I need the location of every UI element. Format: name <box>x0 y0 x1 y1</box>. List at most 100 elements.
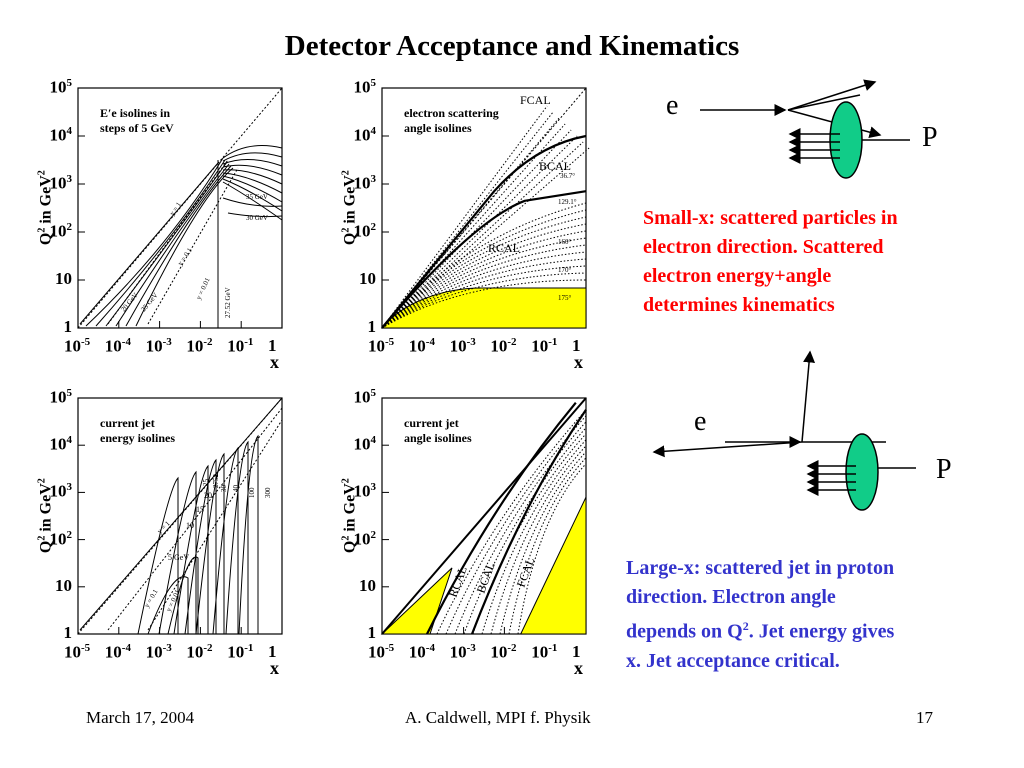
y-tick-label: 1 <box>332 317 377 337</box>
plot-label: BCAL <box>539 159 571 173</box>
angle-isoline <box>381 258 587 329</box>
proton-arrows <box>806 460 856 496</box>
tick-exp: 4 <box>66 434 73 447</box>
tick-base: 10 <box>353 387 371 407</box>
diagram-svg-top <box>700 79 910 179</box>
y-axis-label: Q2 in GeV2 <box>340 148 359 268</box>
plot-label: 25 <box>202 479 210 487</box>
angle-isoline <box>381 202 587 329</box>
tick-exp: -1 <box>548 642 558 654</box>
plot-label: 30 GeV <box>246 214 268 222</box>
angle-isoline <box>381 244 587 329</box>
tick-exp: -1 <box>548 336 558 348</box>
x-tick-label: 10-4 <box>409 642 435 663</box>
annotation-line: E′e isolines in <box>100 106 171 120</box>
scattered-electron-line <box>801 350 816 443</box>
plot-label: 15 <box>196 505 204 514</box>
plot-label: 300 <box>264 487 272 498</box>
tick-exp: 4 <box>370 434 377 447</box>
energy-isoline <box>212 446 239 635</box>
scattering-diagram-large-x: e P <box>640 340 980 520</box>
tick-exp: 4 <box>66 125 73 137</box>
y-tick-label: 103 <box>332 173 377 194</box>
y-isoline <box>79 162 219 325</box>
angle-isoline <box>381 237 587 329</box>
plot-label: 170° <box>558 266 572 274</box>
tick-base: 10 <box>353 125 371 145</box>
x-tick-label: 10-4 <box>409 336 435 357</box>
angle-isoline <box>381 105 548 329</box>
tick-base: 10 <box>49 482 67 502</box>
tick-base: 10 <box>49 77 67 97</box>
y-tick-label: 1 <box>28 623 73 643</box>
tick-base: 10 <box>449 642 467 662</box>
x-tick-label: 10-5 <box>368 642 394 663</box>
large-x-note: Large-x: scattered jet in proton directi… <box>626 554 894 676</box>
tick-exp: -3 <box>466 642 476 654</box>
diagram-e-label: e <box>694 406 707 437</box>
diagram-e-label: e <box>666 90 679 121</box>
tick-base: 10 <box>49 387 67 407</box>
x-tick-label: 10-2 <box>490 642 516 663</box>
tick-base: 10 <box>55 575 72 595</box>
note-text: depends on Q <box>626 620 743 643</box>
tick-exp: 2 <box>370 221 377 233</box>
x-axis-label: x <box>574 658 583 678</box>
annotation-line: current jet <box>100 416 155 430</box>
note-line: depends on Q2. Jet energy gives <box>626 612 894 647</box>
tick-base: 10 <box>359 269 376 288</box>
plot-label: 30 <box>220 485 228 493</box>
x-tick-label: 10-5 <box>368 336 394 357</box>
note-line: Small-x: scattered particles in <box>643 207 898 229</box>
x-axis-label: x <box>574 352 583 372</box>
tick-base: 10 <box>449 336 467 356</box>
energy-isoline <box>222 178 283 212</box>
y-tick-label: 102 <box>28 529 73 550</box>
diagram-p-label: P <box>936 454 952 485</box>
tick-exp: -5 <box>81 642 91 654</box>
energy-isoline <box>195 452 225 635</box>
tick-exp: -2 <box>507 642 517 654</box>
tick-exp: -1 <box>244 642 254 654</box>
tick-base: 10 <box>64 336 81 356</box>
plot-label: 10 <box>186 521 194 530</box>
scattered-jet-line <box>652 441 803 458</box>
annotation-line: steps of 5 GeV <box>100 121 174 135</box>
angle-isoline <box>445 415 587 635</box>
tick-base: 10 <box>49 529 67 549</box>
x-tick-label: 10-4 <box>105 336 131 357</box>
note-line: electron direction. Scattered <box>643 236 884 258</box>
angle-isoline <box>381 265 587 329</box>
angle-isoline <box>381 135 578 329</box>
energy-isoline <box>225 440 249 635</box>
y-tick-label: 1 <box>28 317 73 337</box>
tick-base: 1 <box>268 642 277 661</box>
diagram-svg-bottom <box>652 350 916 511</box>
annotation-line: current jet <box>404 416 459 430</box>
note-line: determines kinematics <box>643 294 835 316</box>
angle-isoline <box>381 251 587 329</box>
tick-base: 10 <box>408 336 426 356</box>
tick-exp: -4 <box>425 642 435 654</box>
tick-exp: -2 <box>203 642 213 654</box>
tick-base: 10 <box>145 642 163 662</box>
plot-label: 27.52 GeV <box>224 287 232 318</box>
energy-isoline <box>222 197 283 207</box>
x-axis-label: x <box>270 658 279 678</box>
tick-exp: -1 <box>244 336 254 348</box>
angle-isoline <box>517 463 587 635</box>
tick-base: 10 <box>104 642 122 662</box>
x-tick-label: 10-2 <box>186 642 212 663</box>
angle-isoline <box>490 445 587 635</box>
y-tick-label: 102 <box>332 221 377 242</box>
energy-isoline <box>184 458 217 635</box>
angle-isoline <box>499 451 587 635</box>
y-isoline <box>107 407 283 631</box>
energy-isoline <box>222 169 283 185</box>
y-tick-label: 103 <box>332 481 377 502</box>
tick-exp: -3 <box>162 642 172 654</box>
y-tick-label: 102 <box>28 221 73 242</box>
